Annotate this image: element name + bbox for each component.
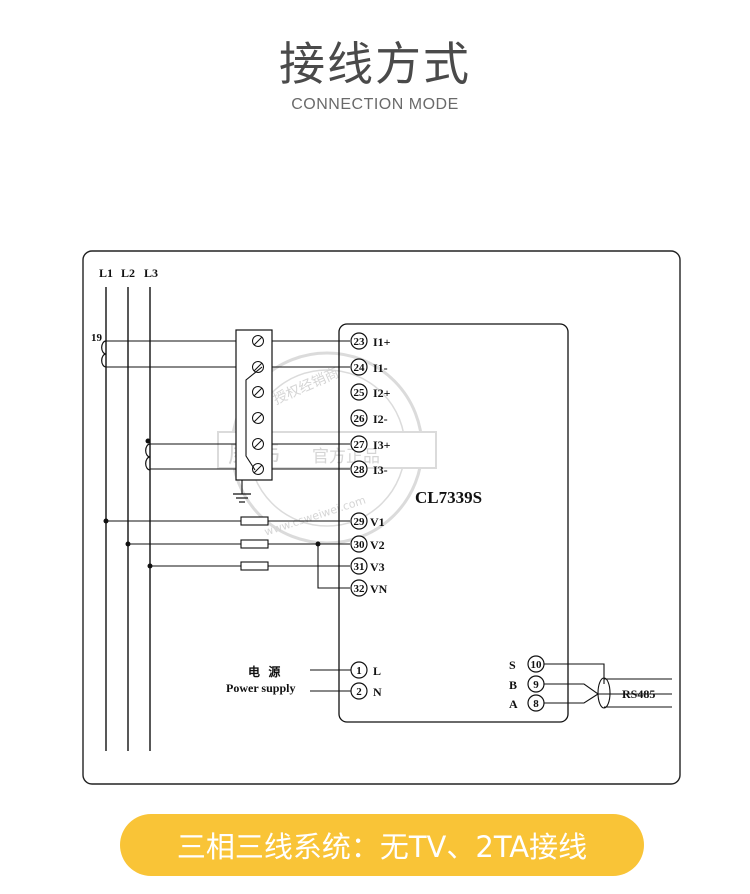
terminal-31-num: 31 (354, 561, 365, 573)
fuse-v3 (240, 561, 269, 571)
terminal-26-num: 26 (354, 413, 366, 425)
terminal-1-label: L (373, 664, 381, 678)
rs485-a-wire (544, 693, 599, 704)
ct-label: 19 (91, 332, 103, 344)
page-title: 接线方式 (279, 37, 471, 91)
rs485-shield-ellipse (597, 677, 611, 709)
meter-model: CL7339S (415, 488, 482, 507)
ct-coil-l1 (101, 340, 107, 368)
banner-text: 三相三线系统：无TV、2TA接线 (176, 830, 588, 864)
diagram-frame (82, 250, 681, 785)
terminal-1-num: 1 (356, 665, 362, 677)
ct3-node (145, 438, 151, 444)
power-label-en: Power supply (226, 681, 295, 695)
terminal-26-label: I2- (373, 412, 388, 426)
terminal-31 (350, 557, 368, 575)
rs485-b-wire (544, 683, 672, 695)
terminal-25-label: I2+ (373, 386, 391, 400)
terminal-27-num: 27 (354, 439, 366, 451)
terminal-29-num: 29 (354, 516, 366, 528)
connection-mode-banner: 三相三线系统：无TV、2TA接线 (120, 814, 644, 876)
terminal-31-label: V3 (370, 560, 385, 574)
terminal-29 (350, 512, 368, 530)
fuse-v1 (240, 516, 269, 526)
terminal-29-label: V1 (370, 515, 385, 529)
terminal-26 (350, 409, 368, 427)
terminal-23 (350, 332, 368, 350)
terminal-23-num: 23 (354, 336, 366, 348)
terminal-2-label: N (373, 685, 382, 699)
terminal-32-num: 32 (354, 583, 366, 595)
terminal-2-num: 2 (356, 686, 362, 698)
terminal-10-num: 10 (531, 659, 543, 671)
line-label-l3: L3 (144, 266, 158, 280)
terminal-24 (350, 358, 368, 376)
terminal-30-label: V2 (370, 538, 385, 552)
terminal-8-label: A (509, 697, 518, 711)
terminal-25 (350, 383, 368, 401)
rs485-shield-wire (544, 663, 605, 684)
terminal-24-label: I1- (373, 361, 388, 375)
line-label-l1: L1 (99, 266, 113, 280)
power-label-zh: 电 源 (248, 664, 280, 679)
terminal-9-label: B (509, 678, 517, 692)
meter-body (338, 323, 569, 723)
fuse-v2 (240, 539, 269, 549)
terminal-32 (350, 579, 368, 597)
terminal-30 (350, 535, 368, 553)
terminal-28-label: I3- (373, 463, 388, 477)
terminal-30-num: 30 (354, 539, 366, 551)
watermark-url: www.csweiwei.com (263, 494, 368, 539)
terminal-10-label: S (509, 658, 516, 672)
watermark-text: 官方正品 (312, 447, 380, 467)
watermark-ring-outer (230, 351, 424, 545)
terminal-24-num: 24 (354, 362, 366, 374)
rs485-label: RS485 (622, 687, 655, 701)
shorting-link (245, 366, 263, 471)
terminal-32-label: VN (370, 582, 388, 596)
terminal-25-num: 25 (354, 387, 366, 399)
terminal-23-label: I1+ (373, 335, 391, 349)
page-subtitle: CONNECTION MODE (291, 96, 459, 113)
terminal-8-num: 8 (533, 698, 539, 710)
watermark-ring-text: 授权经销商 (271, 365, 341, 408)
terminal-9-num: 9 (533, 679, 539, 691)
ct-coil-l3 (145, 443, 151, 471)
terminal-28-num: 28 (354, 464, 366, 476)
terminal-28 (350, 460, 368, 478)
terminal-27-label: I3+ (373, 438, 391, 452)
terminal-block-body (235, 329, 273, 481)
terminal-27 (350, 435, 368, 453)
shorting-terminal-block (233, 329, 273, 503)
line-label-l2: L2 (121, 266, 135, 280)
